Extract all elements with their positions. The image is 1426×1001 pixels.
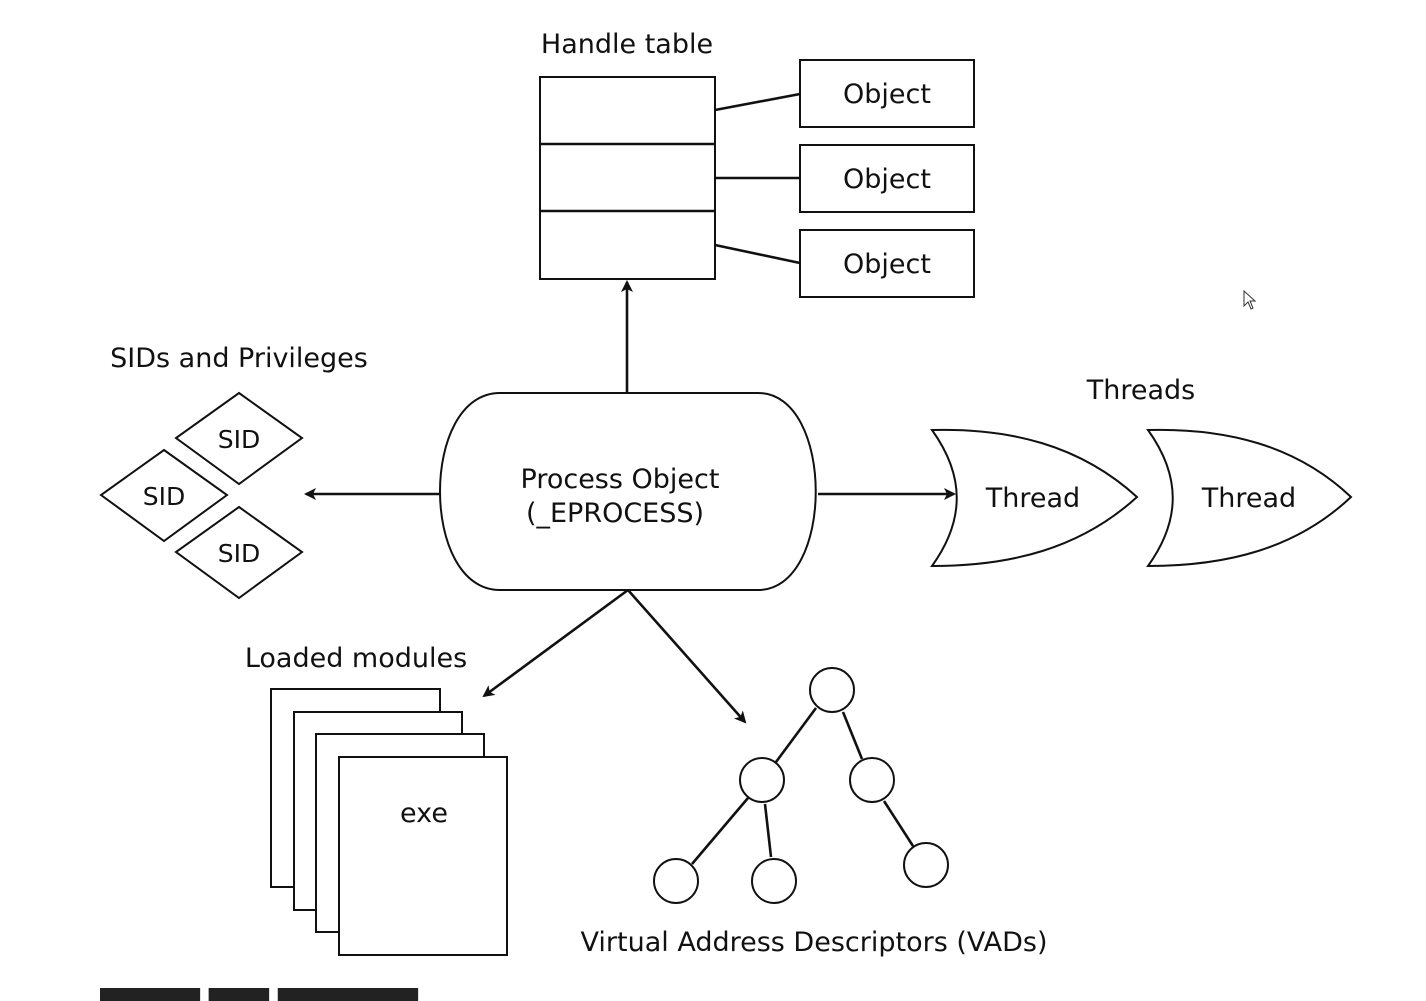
module-exe-label: exe [400,798,448,829]
thread-shape [930,428,1139,568]
handle-table-title: Handle table [541,29,713,60]
vad-node [809,667,855,713]
vad-node [751,858,797,904]
object-box [799,229,975,298]
thread-shape [1146,428,1353,568]
handle-connector [714,243,801,265]
object-label: Object [843,164,931,195]
thread-label: Thread [985,483,1080,514]
vads-title: Virtual Address Descriptors (VADs) [581,927,1048,958]
process-object-shape [439,392,817,591]
caption-strip-cut-off: █████ ███ ███████ [100,988,860,1001]
sid-label: SID [218,425,261,454]
vad-edge [763,803,773,858]
thread-label: Thread [1201,483,1296,514]
vad-node [903,842,949,888]
vad-edge [841,711,864,760]
vad-tree-group: Virtual Address Descriptors (VADs) [581,667,1048,958]
arrow-to-modules [482,588,629,698]
vad-node [653,858,699,904]
object-label: Object [843,79,931,110]
sid-diamond [174,505,304,600]
module-page-front [338,756,508,956]
object-box [799,144,975,213]
threads-title: Threads [1086,375,1195,406]
vad-edge [882,800,915,847]
modules-title: Loaded modules [245,643,467,674]
sid-diamond [99,448,229,543]
sid-label: SID [218,539,261,568]
vad-node [739,757,785,803]
object-label: Object [843,249,931,280]
arrow-to-vads [627,589,747,724]
process-object-group: Process Object (_EPROCESS) [439,392,817,591]
handle-table-group: Handle table Object Object Object [539,29,975,298]
object-box [799,59,975,128]
vad-edge [774,707,818,763]
process-object-title: Process Object [521,464,720,495]
vad-node [849,757,895,803]
threads-group: Threads Thread Thread [930,375,1353,568]
handle-connector [714,92,801,112]
sid-diamond [174,391,304,486]
vad-edge [691,797,749,865]
sids-group: SIDs and Privileges SID SID SID [99,343,368,600]
handle-table [539,76,716,280]
process-object-subtitle: (_EPROCESS) [526,498,704,529]
sid-label: SID [143,482,186,511]
sids-title: SIDs and Privileges [110,343,368,374]
caption-strip: █████ ███ ███████ [100,988,860,1001]
modules-group: Loaded modules exe [245,643,508,956]
mouse-cursor-icon [1243,290,1257,310]
